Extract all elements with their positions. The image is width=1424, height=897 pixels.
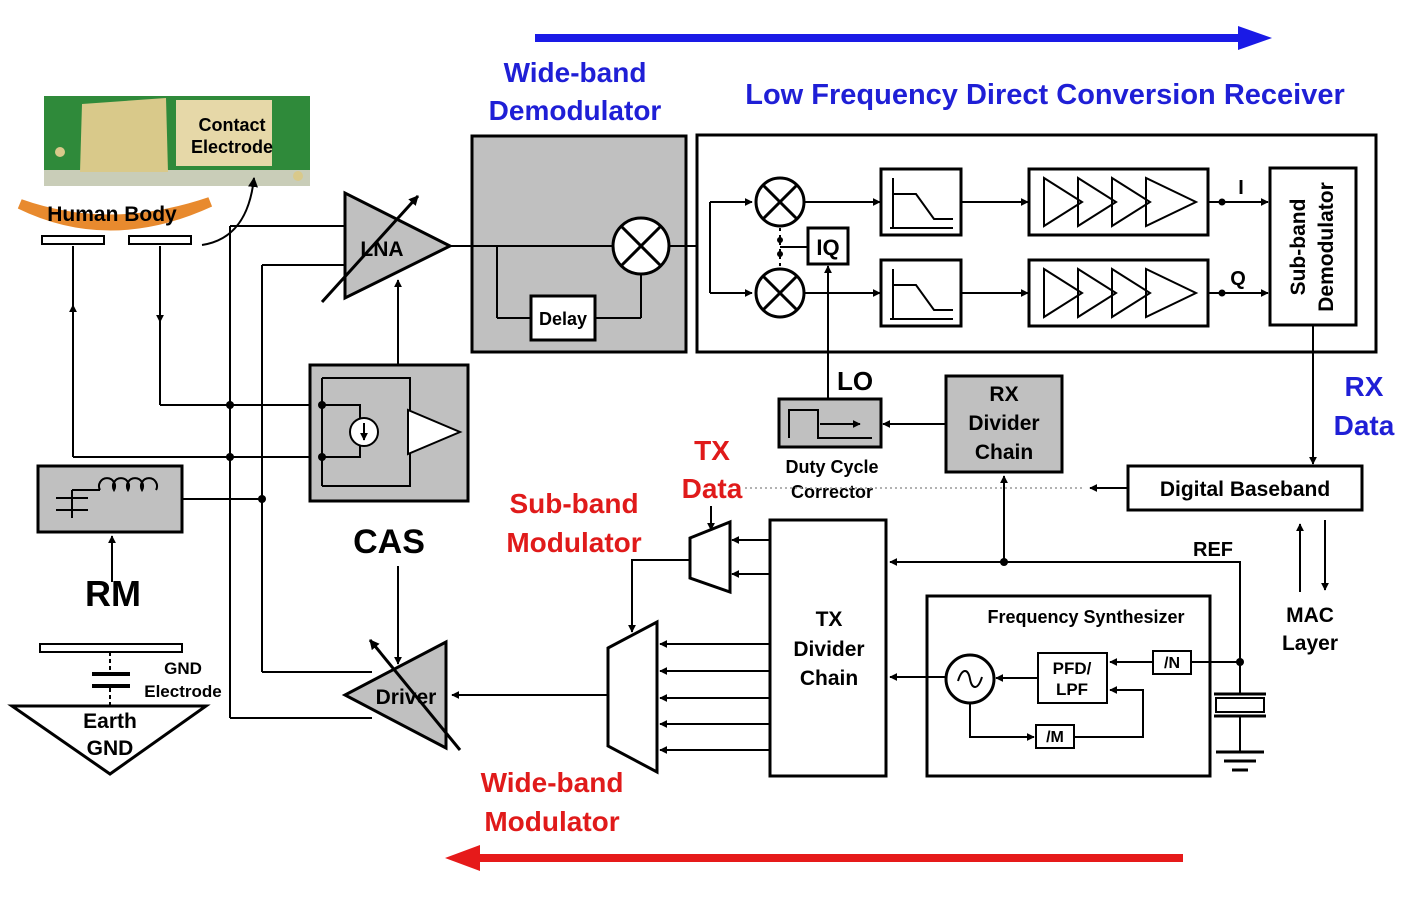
rx-data-label-2: Data bbox=[1334, 410, 1395, 441]
limiting-amp-q-icon bbox=[1027, 258, 1210, 328]
lpf-q-icon bbox=[879, 258, 963, 328]
mixer-q-icon bbox=[754, 267, 806, 319]
wideband-mux bbox=[606, 619, 659, 775]
rm-block bbox=[36, 464, 184, 534]
tx-divider-label-1: TX bbox=[816, 608, 843, 631]
mixer-icon bbox=[611, 216, 671, 276]
lna-amplifier: LNA bbox=[320, 190, 454, 304]
earth-gnd-label-1: Earth bbox=[83, 710, 137, 733]
lna-label: LNA bbox=[360, 238, 403, 261]
mac-layer-label-1: MAC bbox=[1286, 604, 1334, 627]
rx-direction-arrow bbox=[535, 26, 1272, 50]
contact-electrode-label-2: Electrode bbox=[191, 137, 273, 157]
contact-electrode-label-1: Contact bbox=[199, 115, 266, 135]
ref-label: REF bbox=[1193, 539, 1233, 561]
tx-divider-label-3: Chain bbox=[800, 667, 858, 690]
limiting-amp-i-icon bbox=[1027, 167, 1210, 237]
gnd-electrode-label-1: GND bbox=[164, 659, 202, 678]
q-label: Q bbox=[1230, 268, 1246, 290]
tx-electrode bbox=[41, 235, 105, 245]
pfd-lpf-block bbox=[1037, 652, 1108, 704]
rx-electrode bbox=[128, 235, 192, 245]
driver-label: Driver bbox=[376, 686, 437, 709]
vco-icon bbox=[944, 653, 996, 705]
tx-data-label-2: Data bbox=[682, 473, 743, 504]
wideband-demod-title-2: Demodulator bbox=[489, 95, 662, 126]
gnd-electrode-label-2: Electrode bbox=[144, 682, 221, 701]
rx-data-label-1: RX bbox=[1345, 371, 1384, 402]
crystal-icon bbox=[1214, 688, 1266, 752]
curved-pointer-arrow bbox=[201, 177, 259, 246]
rx-divider-label-2: Divider bbox=[968, 412, 1039, 435]
ground-icon bbox=[1216, 750, 1264, 772]
rm-label: RM bbox=[85, 573, 141, 614]
cas-label: CAS bbox=[353, 523, 425, 561]
i-label: I bbox=[1238, 177, 1244, 199]
digital-baseband-label: Digital Baseband bbox=[1160, 478, 1330, 501]
tx-direction-arrow bbox=[445, 845, 1183, 871]
wideband-mod-label-1: Wide-band bbox=[481, 767, 624, 798]
earth-gnd-label-2: GND bbox=[87, 737, 134, 760]
earth-gnd-symbol bbox=[7, 704, 211, 776]
subband-mux bbox=[688, 519, 732, 595]
gnd-electrode-plate bbox=[39, 643, 183, 653]
iq-label: IQ bbox=[816, 235, 839, 260]
freq-synth-label: Frequency Synthesizer bbox=[987, 607, 1184, 627]
driver-amplifier: Driver bbox=[341, 639, 462, 751]
tx-data-label-1: TX bbox=[694, 435, 730, 466]
pfd-lpf-label-1: PFD/ bbox=[1053, 659, 1092, 678]
wideband-mod-label-2: Modulator bbox=[484, 806, 619, 837]
subband-demod-label-2: Demodulator bbox=[1315, 182, 1338, 312]
duty-cycle-label-2: Corrector bbox=[791, 482, 873, 502]
subband-demod-label-1: Sub-band bbox=[1287, 199, 1310, 296]
rx-divider-label-1: RX bbox=[989, 383, 1018, 406]
lo-label: LO bbox=[837, 366, 873, 396]
delay-block bbox=[529, 294, 597, 342]
mac-layer-label-2: Layer bbox=[1282, 632, 1338, 655]
tx-divider-label-2: Divider bbox=[793, 638, 864, 661]
rx-divider-label-3: Chain bbox=[975, 441, 1033, 464]
tx-divider-chain-block bbox=[768, 518, 888, 778]
pfd-lpf-label-2: LPF bbox=[1056, 680, 1088, 699]
rx-divider-chain-block bbox=[944, 374, 1064, 474]
duty-cycle-corrector-block bbox=[777, 397, 883, 449]
lpf-i-icon bbox=[879, 167, 963, 237]
div-m-label: /M bbox=[1046, 729, 1064, 746]
mixer-i-icon bbox=[754, 176, 806, 228]
wideband-demod-title-1: Wide-band bbox=[504, 57, 647, 88]
div-n-label: /N bbox=[1164, 655, 1180, 672]
duty-cycle-label-1: Duty Cycle bbox=[785, 457, 878, 477]
cas-amp-icon bbox=[407, 408, 463, 456]
lfdcr-title: Low Frequency Direct Conversion Receiver bbox=[745, 79, 1345, 111]
digital-baseband-block bbox=[1126, 464, 1364, 512]
subband-mod-label-2: Modulator bbox=[506, 527, 641, 558]
subband-mod-label-1: Sub-band bbox=[509, 488, 638, 519]
delay-label: Delay bbox=[539, 309, 587, 329]
human-body: Human Body bbox=[17, 197, 213, 231]
iq-block bbox=[806, 226, 850, 266]
human-body-label: Human Body bbox=[47, 203, 177, 226]
subband-demodulator-block bbox=[1268, 166, 1358, 327]
pcb-photo: Contact Electrode bbox=[44, 96, 310, 186]
